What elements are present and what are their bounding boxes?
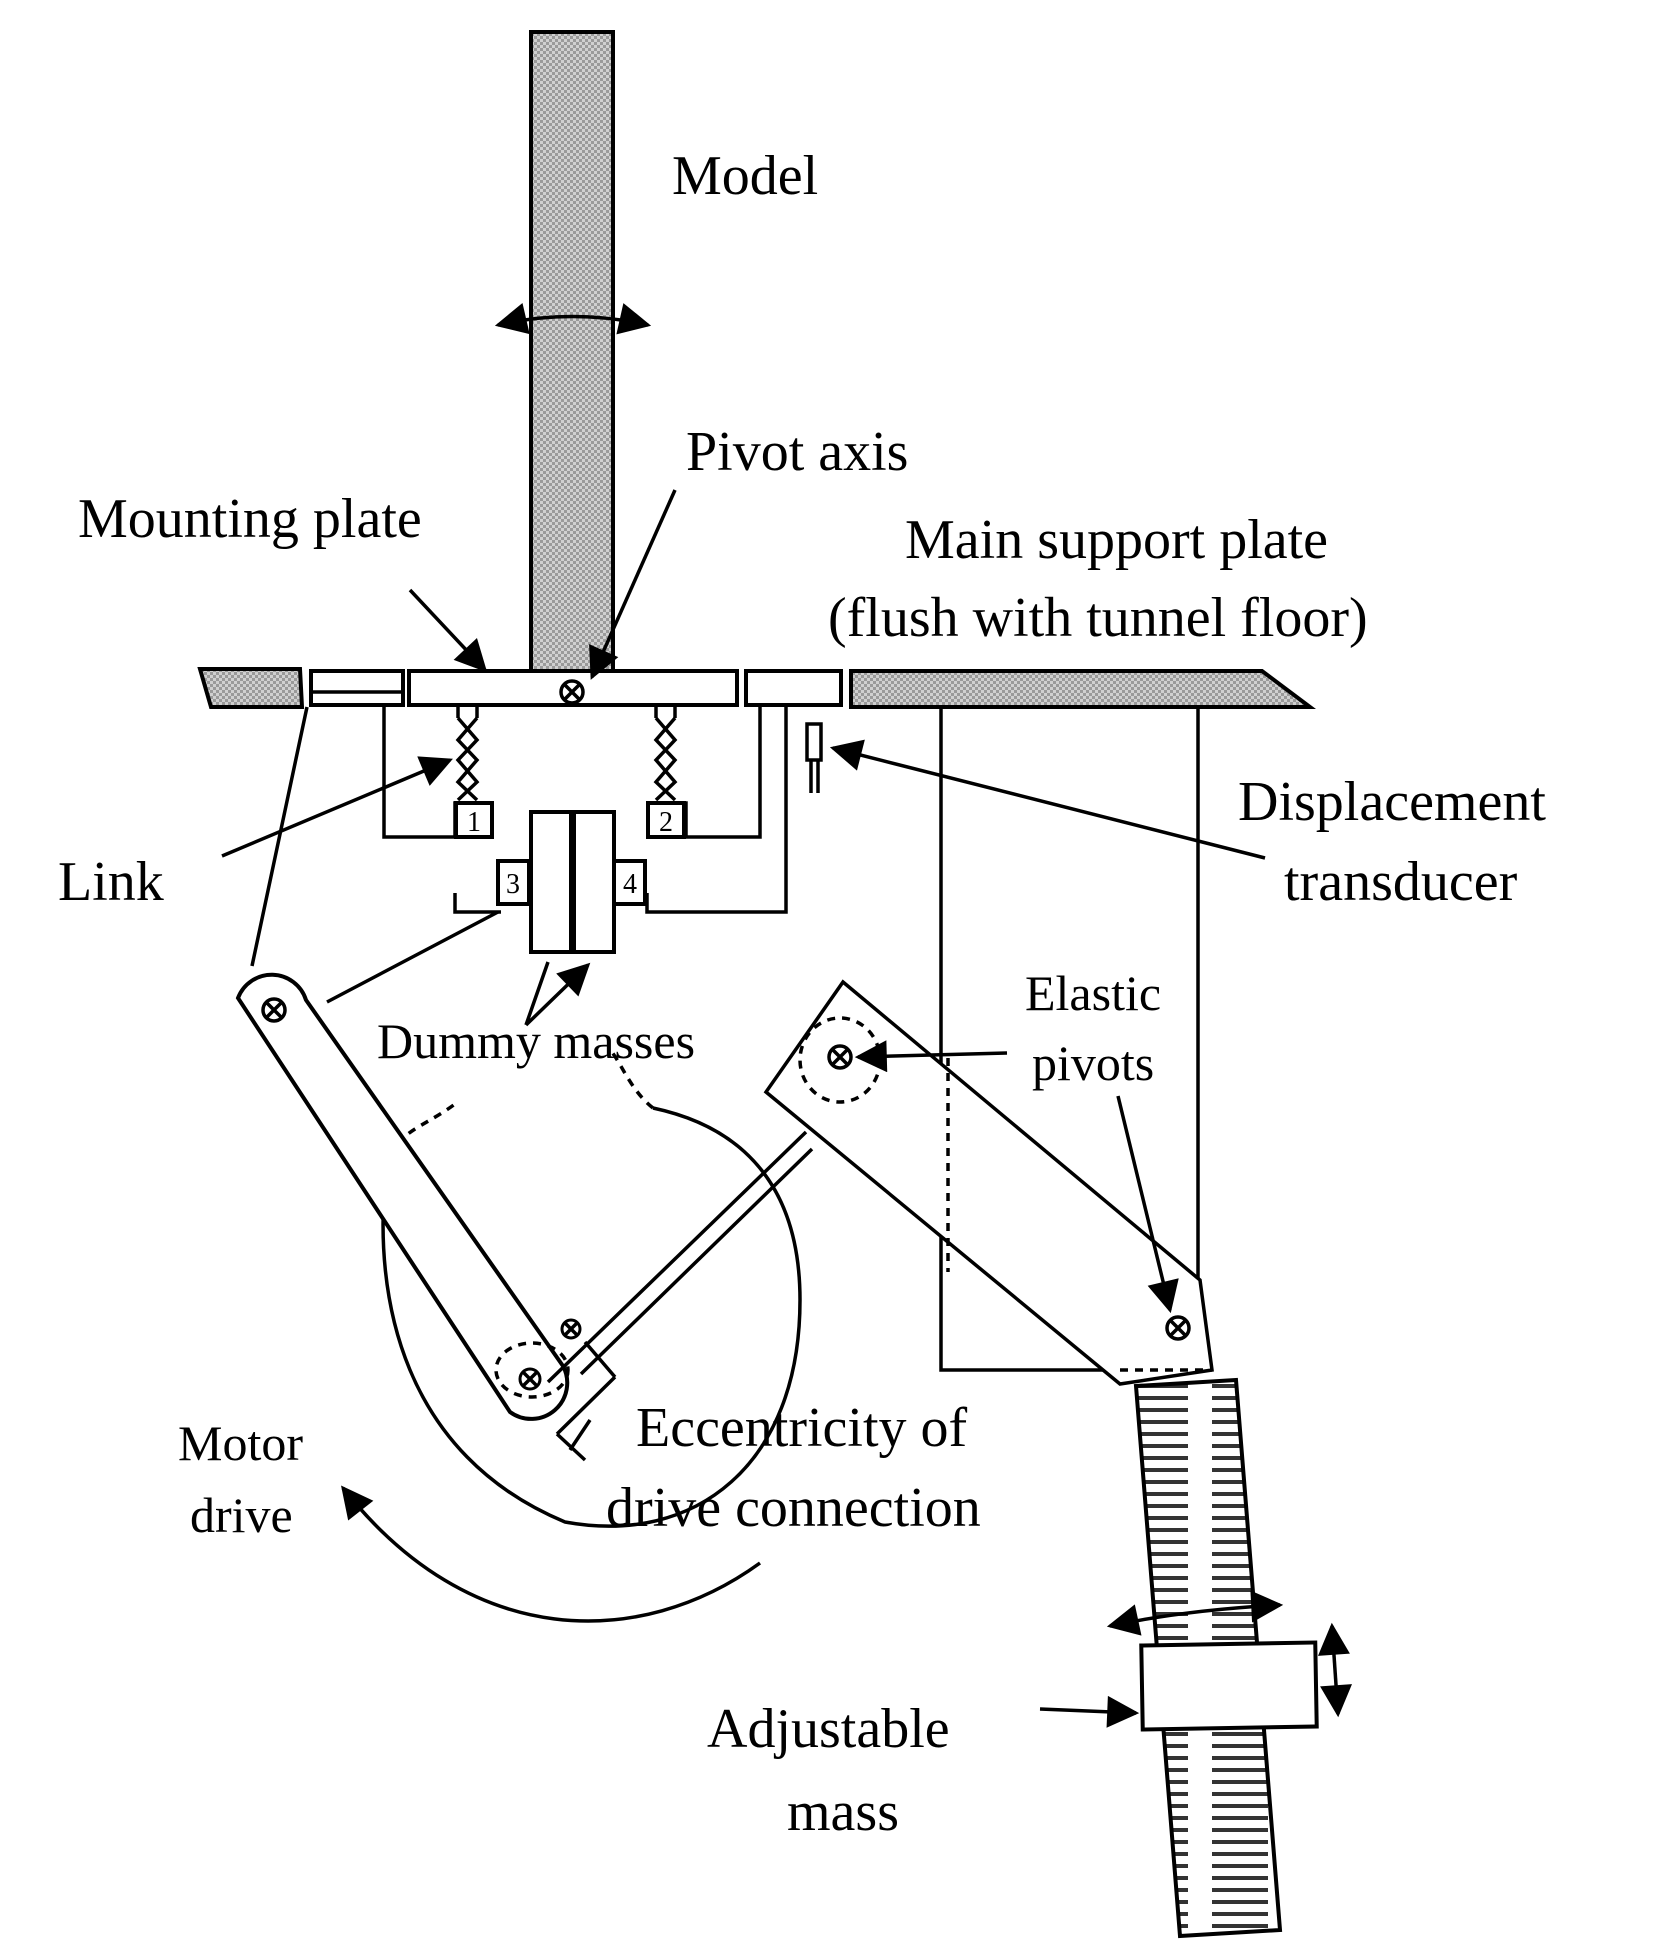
adjustable-mass <box>1139 1640 1319 1732</box>
transducer-arrow <box>829 739 1266 860</box>
adjustable-mass-arrow-horizontal <box>1106 1590 1284 1636</box>
block-2-label: 2 <box>659 807 673 838</box>
plate-left-block <box>309 669 405 707</box>
pivot-axis-arrow <box>589 489 677 680</box>
elastic-pivots-label-2: pivots <box>1032 1035 1154 1091</box>
model-column <box>529 30 615 676</box>
block-4 <box>612 859 647 906</box>
model-oscillation-arrow <box>494 302 652 335</box>
motor-drive-label-2: drive <box>190 1487 293 1543</box>
adjustable-mass-label-2: mass <box>787 1781 899 1843</box>
adjustable-mass-arrow-vertical <box>1317 1622 1353 1718</box>
elastic-pivot-arrow-top <box>854 1040 1008 1073</box>
block-4-label: 4 <box>623 869 637 900</box>
main-support-plate <box>849 669 1316 709</box>
floor-left <box>197 667 305 709</box>
block-2 <box>646 801 686 839</box>
plate-right-block <box>744 669 843 707</box>
drive-connection-pin <box>494 1341 570 1399</box>
mounting-plate-arrow <box>408 588 488 673</box>
displacement-transducer-label-2: transducer <box>1284 851 1518 913</box>
link-arrow <box>221 756 453 858</box>
flexure-link-left <box>455 707 480 802</box>
eccentric-pin-icon <box>518 1318 582 1391</box>
pivot-axis-label: Pivot axis <box>686 421 908 483</box>
dummy-mass-left <box>529 810 573 954</box>
main-support-plate-note: (flush with tunnel floor) <box>828 587 1368 649</box>
elastic-pivot-arrow-bottom <box>1116 1095 1179 1314</box>
eccentricity-label-2: drive connection <box>606 1477 981 1539</box>
elastic-pivots-label-1: Elastic <box>1025 965 1161 1021</box>
adjustable-mass-label-1: Adjustable <box>707 1698 950 1760</box>
dummy-masses-arrows <box>524 962 588 1027</box>
link-label: Link <box>58 851 164 913</box>
connecting-rod-left <box>250 706 499 1004</box>
connecting-rod-right <box>546 1130 814 1384</box>
dummy-masses-label: Dummy masses <box>377 1013 695 1069</box>
block-3-label: 3 <box>506 869 520 900</box>
displacement-transducer-label-1: Displacement <box>1238 771 1546 833</box>
block-1-label: 1 <box>467 807 481 838</box>
main-support-plate-label: Main support plate <box>905 509 1328 571</box>
pivot-axis-icon <box>559 679 585 705</box>
flexure-link-right <box>653 707 678 802</box>
eccentricity-dimension <box>555 1340 617 1462</box>
model-label: Model <box>672 145 818 207</box>
displacement-transducer-icon <box>805 722 823 793</box>
block-1 <box>454 801 494 839</box>
adjustable-mass-arrow <box>1039 1695 1140 1728</box>
motor-drive-label-1: Motor <box>178 1415 303 1471</box>
drive-disk <box>381 1106 802 1528</box>
motor-drive-arrow <box>341 1485 762 1623</box>
dummy-mass-right <box>572 810 616 954</box>
eccentricity-label-1: Eccentricity of <box>636 1397 968 1459</box>
mounting-plate-label: Mounting plate <box>78 488 422 550</box>
